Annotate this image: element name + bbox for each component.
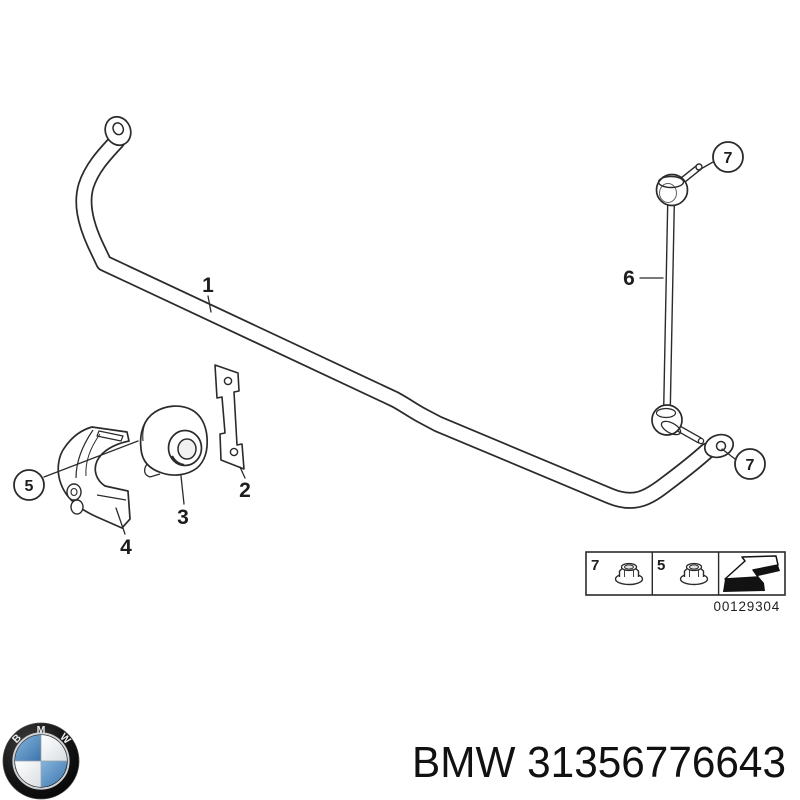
bmw-quadrant-top-right [41,735,67,761]
callout-5-leader [43,440,139,478]
bmw-quadrant-top-left [15,735,41,761]
bmw-quadrant-bottom-left [15,761,41,787]
callout-3-leader [180,475,185,505]
doc-number: 00129304 [714,599,780,614]
bracket-plate [214,364,245,470]
callout-5-label: 5 [25,478,34,495]
flange-nut-icon [679,562,709,586]
stabilizer-link [651,163,705,445]
bmw-logo: B M W [2,722,80,800]
callout-6-label: 6 [623,267,635,290]
stabilizer-bar [75,115,735,509]
link-upper-balljoint [655,163,703,207]
legend-5-label: 5 [657,557,665,574]
part-number-text: BMW 31356776643 [412,738,786,787]
bmw-quadrant-bottom-right [41,761,67,787]
callouts: 1 2 3 4 5 6 7 7 [13,141,766,559]
callout-7-top-label: 7 [724,150,733,167]
callout-7-bottom-leader [721,448,736,460]
callout-3-label: 3 [177,506,189,529]
legend-cell-5: 5 [657,557,709,586]
callout-circle-7-bottom [734,448,766,480]
callout-7-top-leader [698,161,714,171]
link-lower-balljoint [651,404,705,445]
legend-cell-7: 7 [591,557,644,586]
callout-circle-5 [13,469,45,501]
bmw-logo-letter-m: M [37,724,46,736]
callout-4-label: 4 [120,536,132,559]
callout-7-bottom-label: 7 [746,457,755,474]
callout-1-label: 1 [202,274,214,297]
legend-7-label: 7 [591,557,599,574]
legend-box: 7 5 00129304 [585,551,786,614]
direction-arrow-icon [723,555,780,592]
rubber-bushing [139,405,209,478]
callout-2-label: 2 [239,479,251,502]
callout-circle-7-top [712,141,744,173]
bar-left-eyelet [104,115,132,147]
callout-4-leader [115,507,126,535]
callout-2-leader [239,466,246,479]
callout-1-leader [207,295,212,313]
clamp-bracket [57,426,131,529]
flange-nut-icon [614,562,644,586]
